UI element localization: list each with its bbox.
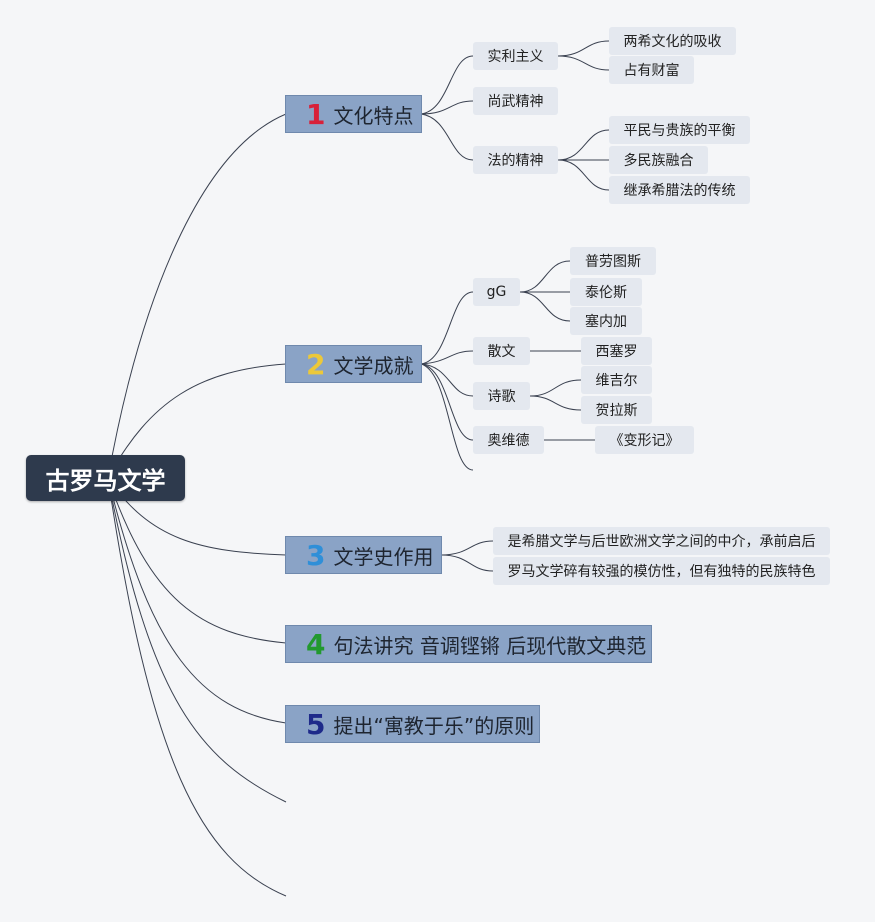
link-t2-c-1 <box>529 379 582 397</box>
t3-child-2[interactable]: 罗马文学碎有较强的模仿性，但有独特的民族特色 <box>493 557 830 585</box>
link-t1-a <box>420 55 474 115</box>
link-root-empty-1 <box>107 477 287 803</box>
link-t1-c <box>420 113 474 161</box>
link-t2-c <box>420 363 474 397</box>
link-t1-c-3 <box>557 159 610 191</box>
link-t2-a-1 <box>519 260 571 293</box>
topic-1-label: 文化特点 <box>333 103 414 128</box>
link-t3-1 <box>440 540 494 556</box>
link-root-empty-2 <box>107 477 287 897</box>
topic-4[interactable]: 4 句法讲究 音调铿锵 后现代散文典范 <box>285 625 652 663</box>
link-t1-b <box>420 100 474 115</box>
topic-3-number: 3 <box>306 538 326 572</box>
t3-child-1[interactable]: 是希腊文学与后世欧洲文学之间的中介，承前启后 <box>493 527 830 555</box>
t2-a-child-1[interactable]: 普劳图斯 <box>570 247 656 275</box>
t1-subtopic-c[interactable]: 法的精神 <box>473 146 558 174</box>
topic-2-number: 2 <box>306 347 326 381</box>
link-t1-a-1 <box>557 40 610 57</box>
t1-subtopic-b[interactable]: 尚武精神 <box>473 87 558 115</box>
t2-c-child-2[interactable]: 贺拉斯 <box>581 396 652 424</box>
t2-c-child-1[interactable]: 维吉尔 <box>581 366 652 394</box>
t2-b-child-1[interactable]: 西塞罗 <box>581 337 652 365</box>
topic-5-number: 5 <box>306 707 326 741</box>
topic-2-label: 文学成就 <box>333 353 414 378</box>
link-root-topic-4 <box>107 477 287 644</box>
topic-3[interactable]: 3 文学史作用 <box>285 536 442 574</box>
link-t3-2 <box>440 554 494 572</box>
topic-5-label: 提出“寓教于乐”的原则 <box>333 713 535 738</box>
link-t2-c-2 <box>529 395 582 411</box>
root-topic[interactable]: 古罗马文学 <box>26 455 185 501</box>
link-t1-a-2 <box>557 55 610 71</box>
t2-subtopic-c[interactable]: 诗歌 <box>473 382 530 410</box>
link-root-topic-1 <box>107 113 287 479</box>
t1-c-child-1[interactable]: 平民与贵族的平衡 <box>609 116 750 144</box>
t1-c-child-2[interactable]: 多民族融合 <box>609 146 708 174</box>
t2-a-child-2[interactable]: 泰伦斯 <box>570 278 642 306</box>
link-t1-c-1 <box>557 129 610 161</box>
topic-4-number: 4 <box>306 627 326 661</box>
link-t2-empty <box>420 363 474 471</box>
link-root-topic-2 <box>107 363 287 479</box>
t1-a-child-1[interactable]: 两希文化的吸收 <box>609 27 736 55</box>
t2-a-child-3[interactable]: 塞内加 <box>570 307 642 335</box>
topic-2[interactable]: 2 文学成就 <box>285 345 422 383</box>
topic-3-label: 文学史作用 <box>333 544 434 569</box>
t1-a-child-2[interactable]: 占有财富 <box>609 56 694 84</box>
link-t2-d <box>420 363 474 441</box>
topic-1-number: 1 <box>306 97 326 131</box>
link-t2-a-3 <box>519 291 571 322</box>
topic-4-label: 句法讲究 音调铿锵 后现代散文典范 <box>333 633 647 658</box>
link-t2-a <box>420 291 474 365</box>
t2-subtopic-d[interactable]: 奥维德 <box>473 426 544 454</box>
link-root-topic-5 <box>107 477 287 724</box>
t2-d-child-1[interactable]: 《变形记》 <box>595 426 694 454</box>
t1-subtopic-a[interactable]: 实利主义 <box>473 42 558 70</box>
t2-subtopic-b[interactable]: 散文 <box>473 337 530 365</box>
topic-1[interactable]: 1 文化特点 <box>285 95 422 133</box>
topic-5[interactable]: 5 提出“寓教于乐”的原则 <box>285 705 540 743</box>
t2-subtopic-a[interactable]: gG <box>473 278 520 306</box>
t1-c-child-3[interactable]: 继承希腊法的传统 <box>609 176 750 204</box>
link-t2-b <box>420 350 474 365</box>
